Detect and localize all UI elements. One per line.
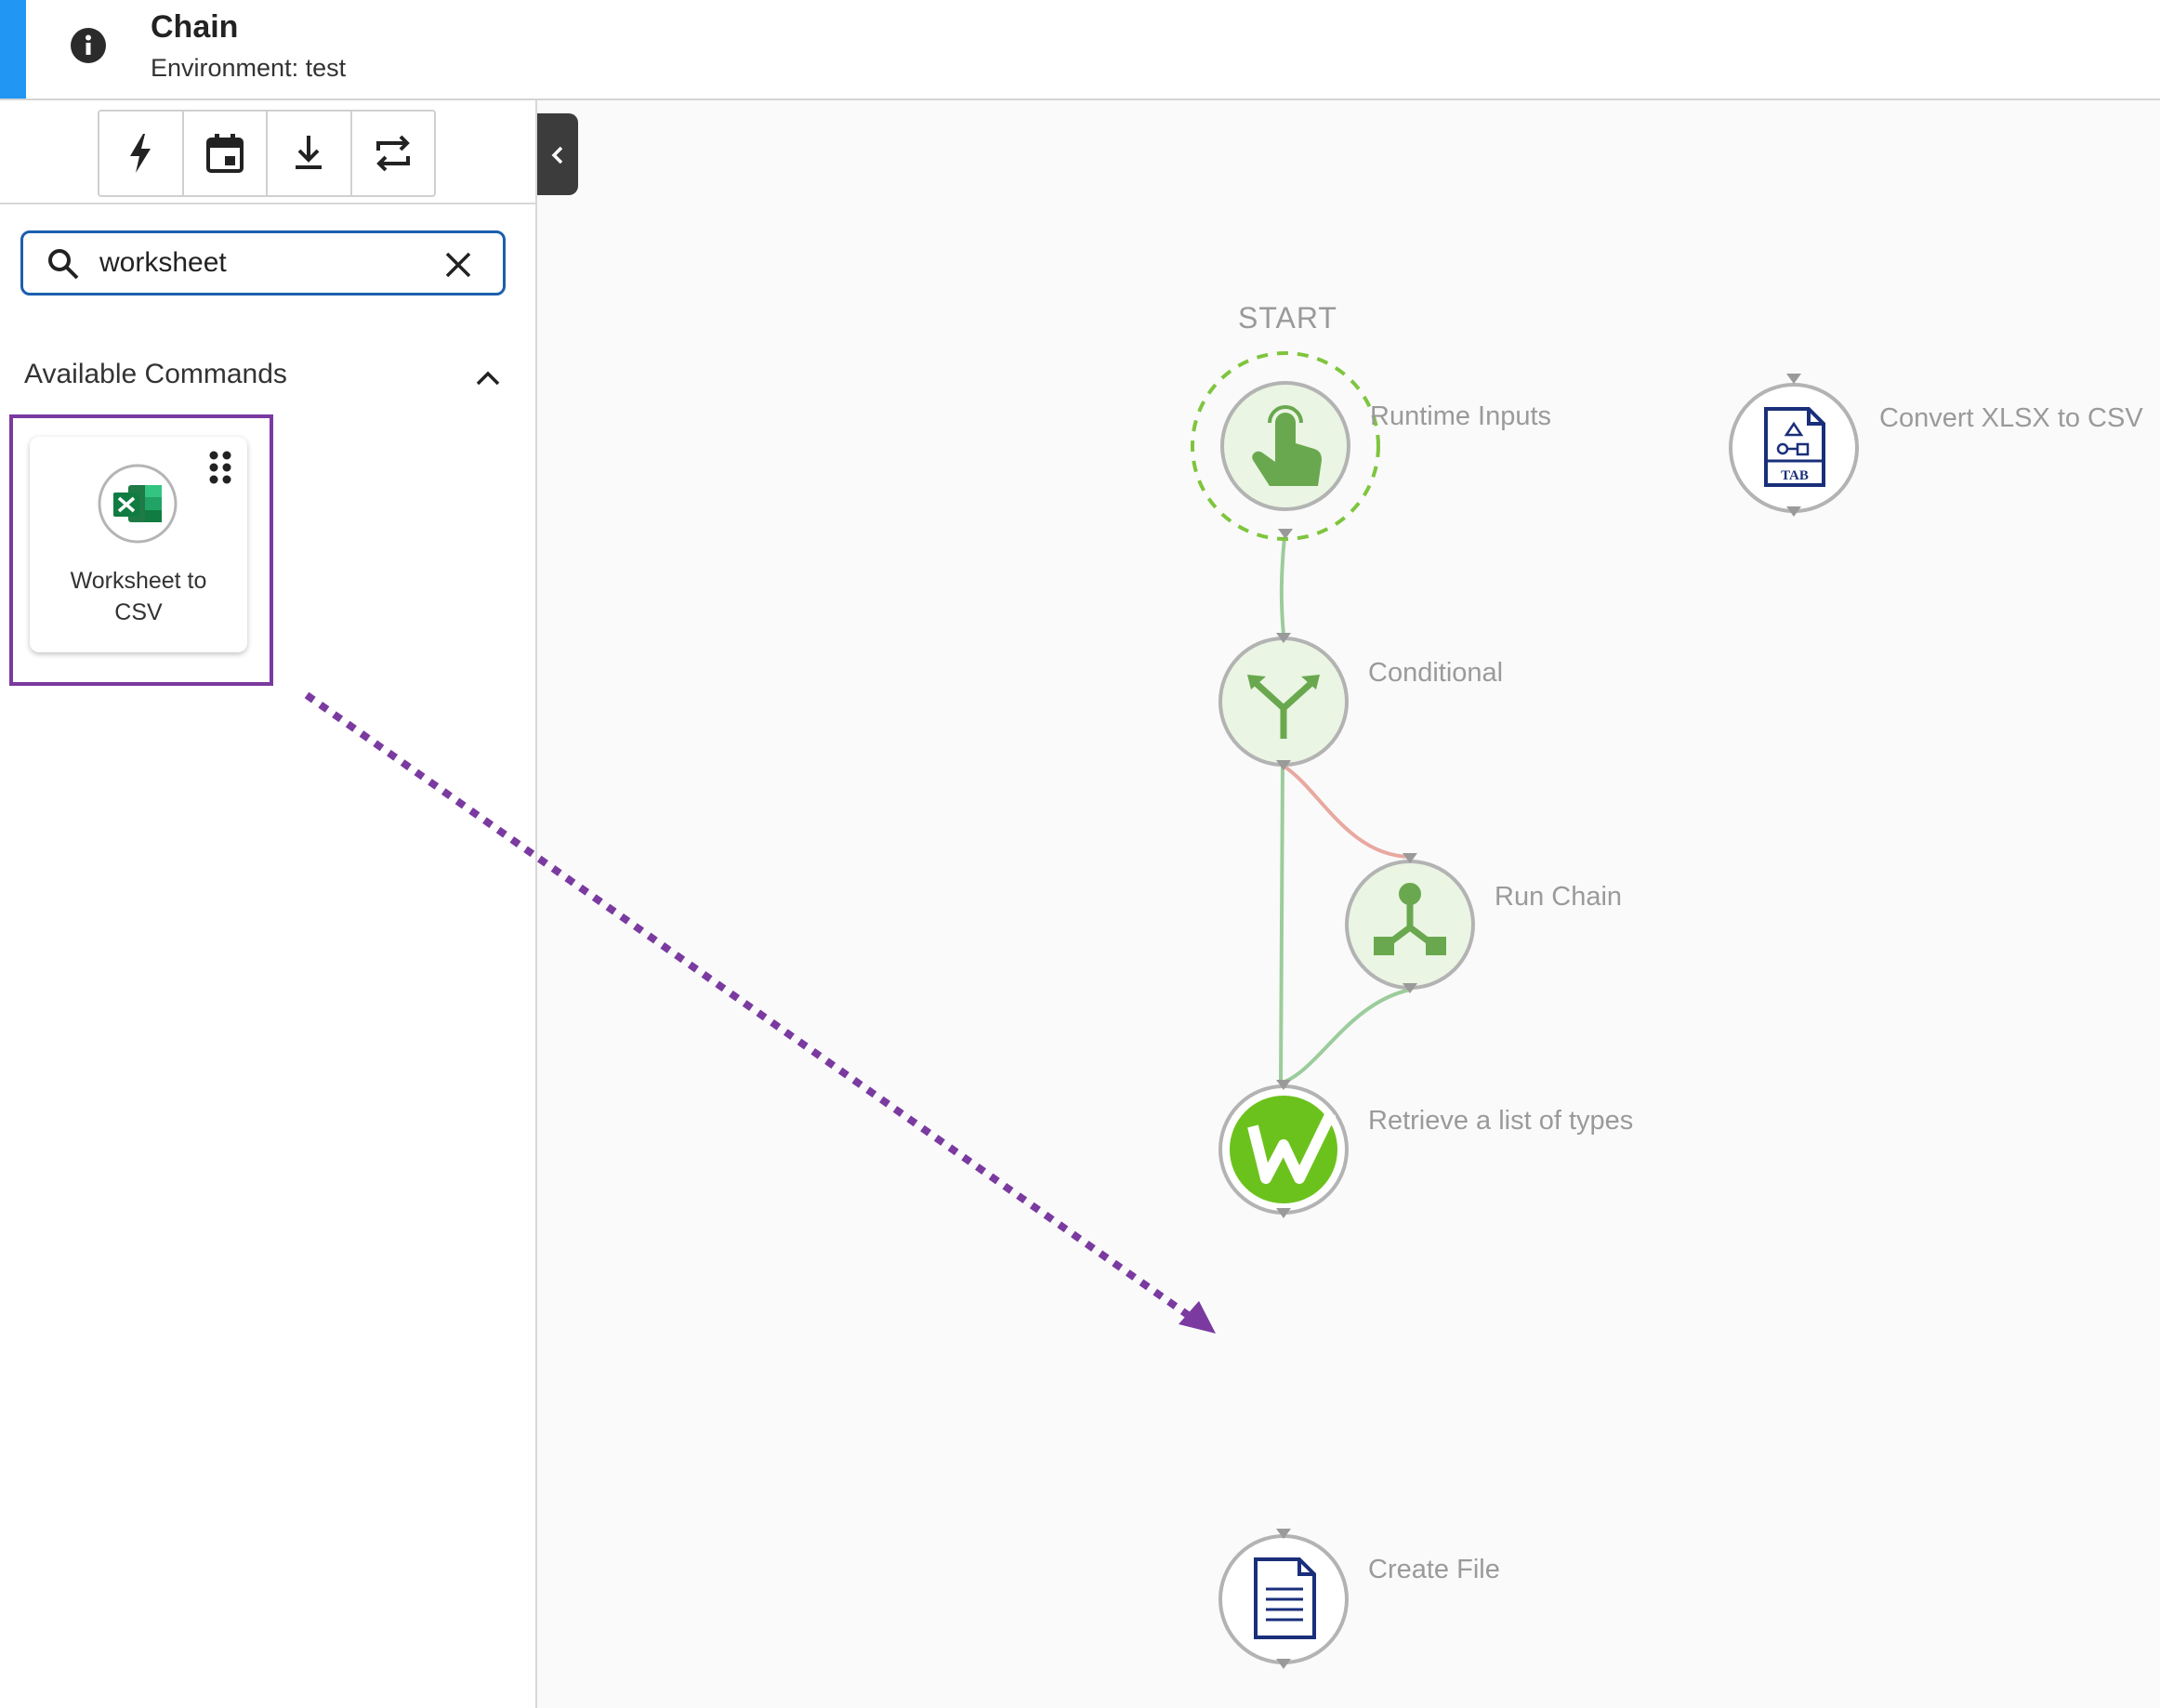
node-convert-xlsx[interactable]: TAB (1729, 374, 1859, 517)
download-icon (296, 136, 323, 169)
edge-start-conditional (1279, 536, 1286, 636)
edge-conditional-runchain (1283, 765, 1410, 859)
chevron-up-icon[interactable] (472, 362, 504, 394)
drag-path-arrow (304, 691, 1191, 1319)
node-label-retrieve-types[interactable]: Retrieve a list of types (1368, 1106, 1634, 1136)
command-card-worksheet-to-csv[interactable]: Worksheet to CSV (30, 437, 247, 652)
drag-handle-icon[interactable] (208, 450, 232, 485)
node-label-run-chain[interactable]: Run Chain (1495, 882, 1623, 912)
node-label-runtime-inputs[interactable]: Runtime Inputs (1370, 401, 1552, 431)
hand-pointer-icon (1252, 405, 1322, 486)
app-header: Chain Environment: test (0, 0, 2160, 100)
download-button[interactable] (268, 112, 352, 195)
document-icon (1254, 1557, 1316, 1639)
toolbar-divider (0, 203, 535, 204)
repeat-button[interactable] (352, 112, 435, 195)
tab-file-icon: TAB (1764, 407, 1825, 487)
trigger-toolbar (98, 110, 436, 197)
schedule-button[interactable] (184, 112, 268, 195)
command-card-label: Worksheet to CSV (70, 568, 207, 625)
repeat-icon (375, 135, 410, 172)
calendar-icon (205, 134, 244, 173)
highlight-frame (9, 414, 273, 686)
page-title: Chain (151, 9, 239, 45)
tab-badge-text: TAB (1781, 468, 1809, 483)
search-input[interactable] (99, 243, 434, 283)
trigger-event-button[interactable] (99, 112, 184, 195)
header-accent-bar (0, 0, 26, 99)
environment-label: Environment: test (151, 54, 347, 82)
node-retrieve-types[interactable] (1218, 1080, 1349, 1218)
close-icon[interactable] (441, 248, 475, 282)
node-run-chain[interactable] (1345, 853, 1475, 993)
excel-icon (98, 464, 178, 544)
available-commands-heading: Available Commands (24, 359, 287, 389)
node-label-convert-xlsx[interactable]: Convert XLSX to CSV (1879, 403, 2143, 433)
chain-branch-icon (1374, 883, 1446, 955)
command-sidebar: Available Commands (0, 100, 537, 1708)
drag-arrow-head (1179, 1301, 1216, 1334)
edge-conditional-retrieve (1279, 766, 1284, 1084)
chevron-left-icon (551, 146, 563, 164)
collapse-sidebar-button[interactable] (537, 113, 578, 195)
edge-runchain-retrieve (1282, 988, 1411, 1084)
node-label-create-file[interactable]: Create File (1368, 1555, 1500, 1584)
node-runtime-inputs[interactable] (1191, 351, 1380, 541)
split-arrows-icon (1247, 675, 1320, 739)
search-icon (48, 249, 79, 280)
node-create-file[interactable] (1218, 1529, 1349, 1669)
workiva-w-icon (1247, 1110, 1337, 1184)
command-search[interactable] (20, 230, 506, 296)
lightning-icon (130, 134, 151, 173)
node-label-conditional[interactable]: Conditional (1368, 658, 1504, 688)
info-icon[interactable] (69, 26, 108, 65)
start-label: START (1238, 301, 1337, 335)
node-conditional[interactable] (1218, 633, 1349, 770)
